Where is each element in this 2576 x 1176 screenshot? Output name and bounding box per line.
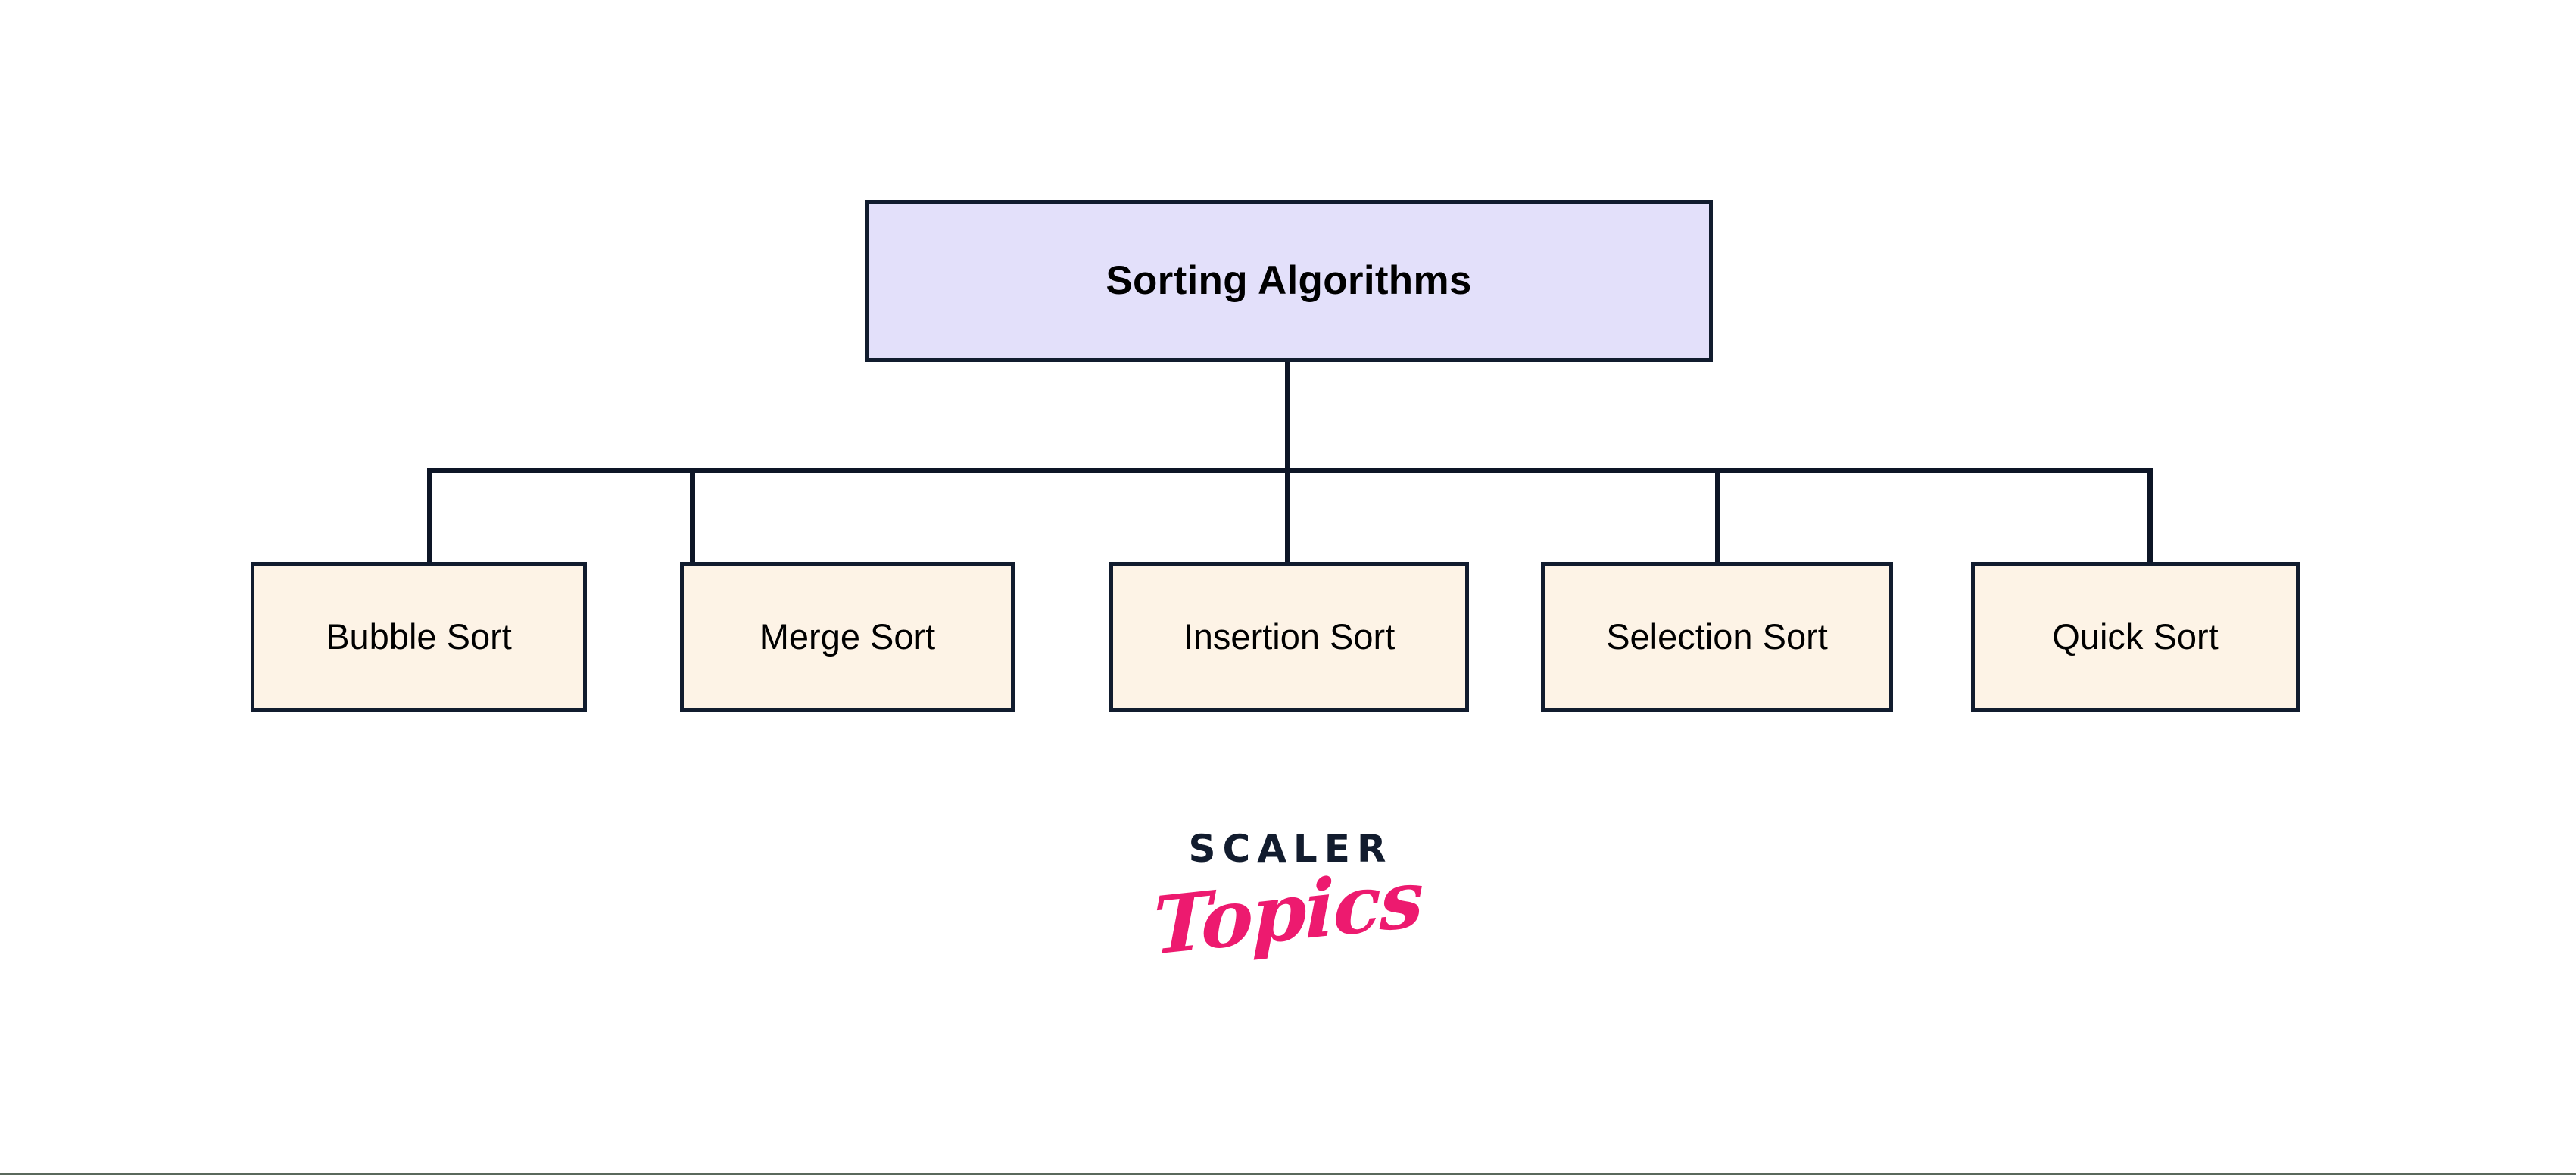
connector-drop-bubble-sort	[427, 470, 432, 564]
node-child-label: Insertion Sort	[1183, 616, 1396, 657]
node-root-sorting-algorithms: Sorting Algorithms	[865, 200, 1713, 362]
node-child-label: Quick Sort	[2052, 616, 2219, 657]
connector-drop-quick-sort	[2147, 470, 2153, 564]
node-root-label: Sorting Algorithms	[1106, 257, 1472, 303]
logo-script-topics: Topics	[1152, 851, 1422, 973]
node-child-bubble-sort: Bubble Sort	[251, 562, 587, 712]
node-child-selection-sort: Selection Sort	[1541, 562, 1893, 712]
connector-root-stem	[1285, 362, 1290, 473]
bottom-divider	[0, 1173, 2576, 1175]
node-child-quick-sort: Quick Sort	[1971, 562, 2300, 712]
connector-drop-insertion-sort	[1285, 470, 1290, 564]
node-child-label: Bubble Sort	[326, 616, 512, 657]
node-child-label: Selection Sort	[1606, 616, 1828, 657]
connector-drop-selection-sort	[1715, 470, 1720, 564]
scaler-topics-logo: SCALER Topics	[1113, 830, 1461, 1027]
node-child-label: Merge Sort	[759, 616, 936, 657]
node-child-insertion-sort: Insertion Sort	[1109, 562, 1469, 712]
connector-drop-merge-sort	[690, 470, 695, 564]
node-child-merge-sort: Merge Sort	[680, 562, 1015, 712]
logo-wordmark: SCALER	[1188, 827, 1393, 871]
